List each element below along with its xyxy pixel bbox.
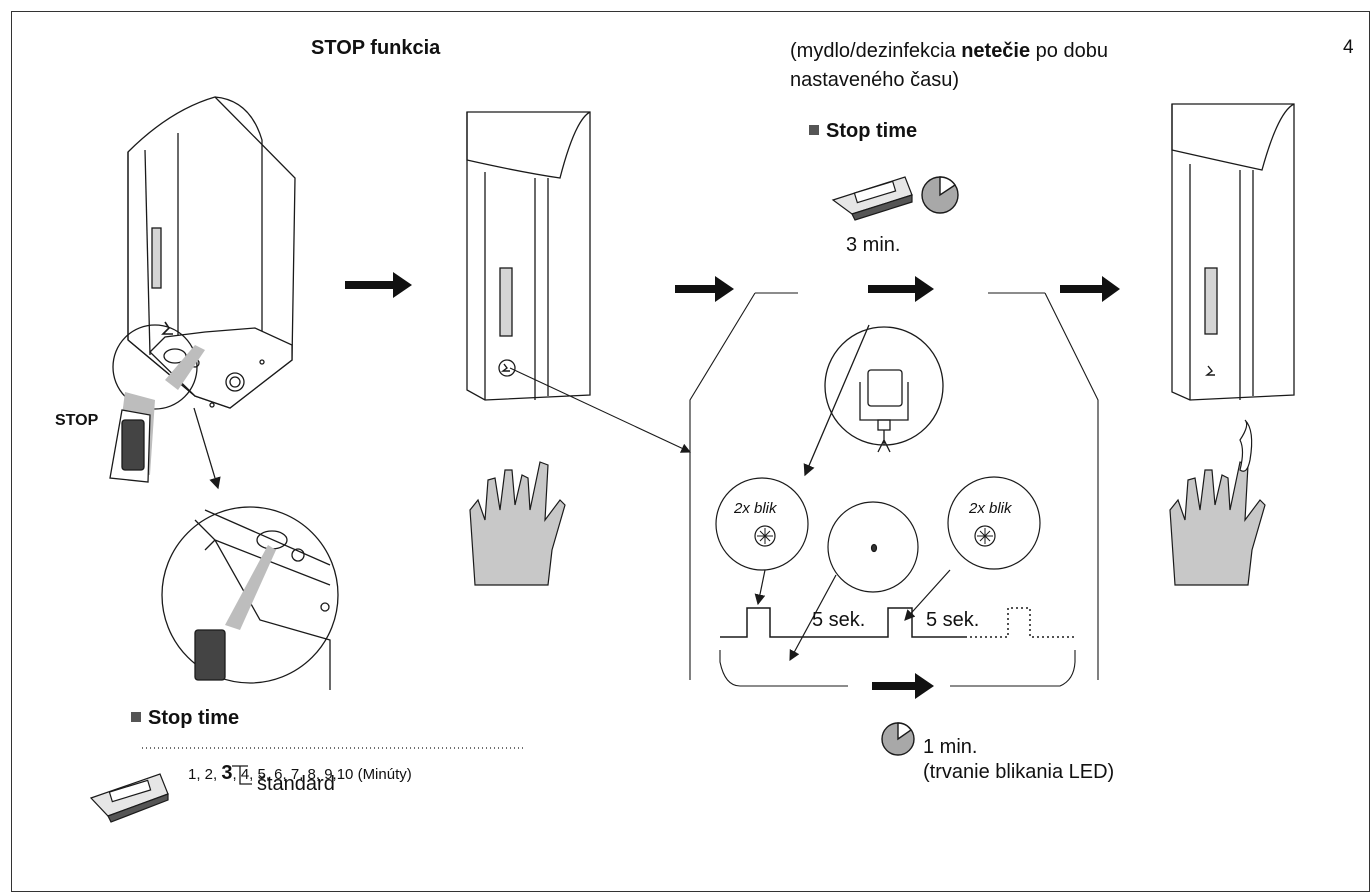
top-stop-time-value: 3 min. — [846, 234, 901, 256]
note-line2: nastaveného času) — [790, 69, 960, 91]
timing-panel-outline — [509, 292, 1099, 687]
flow-note: (mydlo/dezinfekcia netečie po dobu nasta… — [790, 37, 1108, 95]
blink-label-1: 2x blik — [734, 500, 777, 517]
dispenser-perspective — [127, 96, 296, 409]
flow-arrows — [345, 272, 1120, 699]
options-before: 1, 2, — [188, 766, 222, 783]
led-circle-off — [789, 501, 919, 662]
led-duration: 1 min. (trvanie blikania LED) — [923, 735, 1114, 785]
led-duration-value: 1 min. — [923, 736, 978, 758]
timing-waveform — [720, 607, 1075, 638]
note-emphasis: netečie — [961, 40, 1031, 62]
bullet-marker — [809, 125, 819, 135]
led-circle-blink-2 — [904, 476, 1041, 621]
diagram-frame — [11, 11, 1370, 892]
stop-button-label: STOP — [55, 412, 99, 429]
led-duration-caption: (trvanie blikania LED) — [923, 761, 1115, 783]
dispenser-front-right — [1171, 103, 1295, 401]
bullet-marker — [131, 712, 141, 722]
options-after: , 4, 5, 6, 7, 8, 9,10 (Minúty) — [232, 766, 412, 783]
page-number: 4 — [1343, 37, 1354, 58]
remote-control-settings — [89, 773, 169, 823]
hand-with-soap — [1169, 419, 1266, 586]
settings-label: Stop time — [148, 707, 240, 729]
dispenser-front — [466, 111, 591, 401]
default-leader — [142, 747, 525, 785]
pie-timer-1min — [881, 722, 915, 756]
note-prefix: (mydlo/dezinfekcia — [790, 40, 962, 62]
pause-label-1: 5 sek. — [812, 609, 866, 631]
top-stop-time-label: Stop time — [826, 120, 918, 142]
hand-open — [469, 461, 566, 586]
options-selected: 3 — [221, 762, 233, 784]
pause-label-2: 5 sek. — [926, 609, 980, 631]
blink-label-2: 2x blik — [969, 500, 1012, 517]
pie-timer-3min — [921, 176, 959, 214]
page-title: STOP funkcia — [311, 37, 441, 59]
dispenser-detail-circle — [109, 324, 339, 690]
note-suffix: po dobu — [1030, 40, 1108, 62]
remote-control-top — [831, 176, 913, 221]
sensor-magnifier — [803, 324, 944, 477]
settings-heading: Stop time — [131, 707, 239, 730]
top-stop-time-heading: Stop time — [809, 120, 917, 143]
default-label: štandard — [257, 773, 335, 795]
led-circle-blink-1 — [715, 477, 809, 606]
settings-options: 1, 2, 3, 4, 5, 6, 7, 8, 9,10 (Minúty) — [188, 762, 412, 785]
